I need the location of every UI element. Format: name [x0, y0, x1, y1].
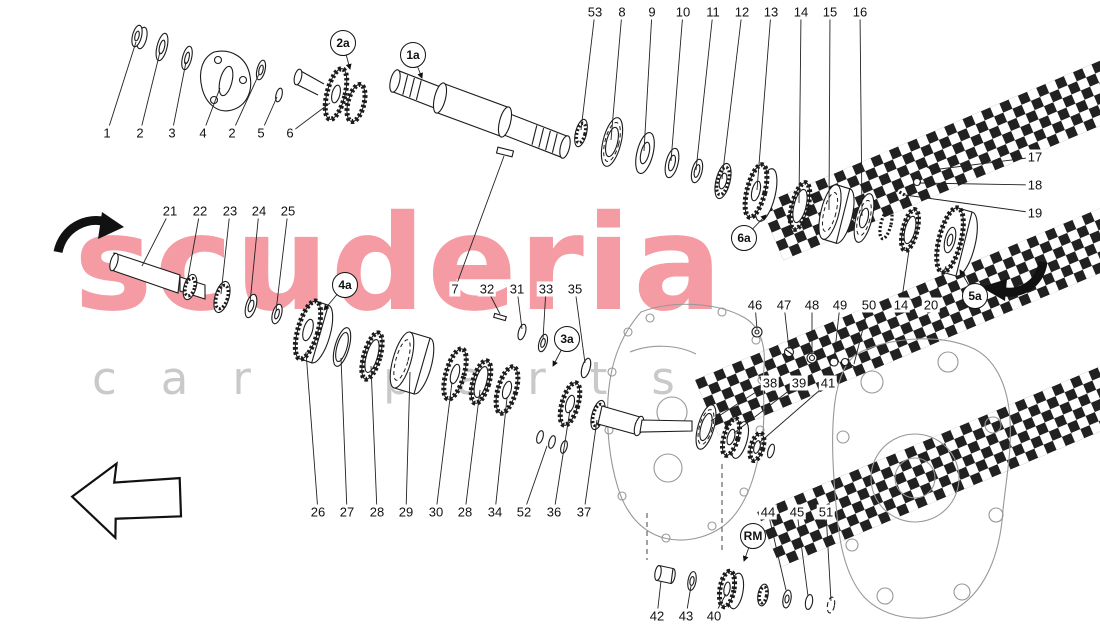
- part-label-41[interactable]: 41: [818, 375, 838, 391]
- part-label-53[interactable]: 53: [585, 4, 605, 20]
- assembly-label-5a[interactable]: 5a: [962, 283, 988, 309]
- part-label-2[interactable]: 2: [134, 125, 146, 141]
- part-label-32[interactable]: 32: [477, 281, 497, 297]
- part-label-43[interactable]: 43: [676, 608, 696, 624]
- part-label-30[interactable]: 30: [426, 504, 446, 520]
- watermark-title: scuderia: [74, 187, 725, 341]
- part-label-36[interactable]: 36: [544, 504, 564, 520]
- part-label-33[interactable]: 33: [536, 281, 556, 297]
- rotation-arrow-right: [981, 261, 1048, 301]
- part-label-35[interactable]: 35: [565, 281, 585, 297]
- part-label-24[interactable]: 24: [249, 203, 269, 219]
- gearbox-cover: [832, 338, 1011, 619]
- part-label-17[interactable]: 17: [1025, 149, 1045, 165]
- part-label-27[interactable]: 27: [337, 504, 357, 520]
- part-label-14[interactable]: 14: [791, 4, 811, 20]
- assembly-label-4a[interactable]: 4a: [332, 272, 358, 298]
- part-label-29[interactable]: 29: [396, 504, 416, 520]
- direction-arrow: [70, 461, 183, 541]
- part-label-16[interactable]: 16: [850, 4, 870, 20]
- assembly-label-6a[interactable]: 6a: [731, 225, 757, 251]
- part-label-46[interactable]: 46: [745, 297, 765, 313]
- part-label-19[interactable]: 19: [1025, 205, 1045, 221]
- housing-fasteners: [751, 326, 865, 373]
- part-label-28[interactable]: 28: [455, 504, 475, 520]
- part-label-25[interactable]: 25: [278, 203, 298, 219]
- part-label-23[interactable]: 23: [220, 203, 240, 219]
- part-label-4[interactable]: 4: [197, 125, 209, 141]
- part-label-9[interactable]: 9: [646, 4, 658, 20]
- part-label-6[interactable]: 6: [284, 125, 296, 141]
- part-label-37[interactable]: 37: [574, 504, 594, 520]
- part-label-1[interactable]: 1: [101, 125, 113, 141]
- part-label-12[interactable]: 12: [732, 4, 752, 20]
- part-label-7[interactable]: 7: [449, 281, 461, 297]
- part-label-52[interactable]: 52: [514, 504, 534, 520]
- part-label-38[interactable]: 38: [760, 375, 780, 391]
- part-label-45[interactable]: 45: [787, 504, 807, 520]
- part-label-31[interactable]: 31: [507, 281, 527, 297]
- part-label-48[interactable]: 48: [802, 297, 822, 313]
- part-label-21[interactable]: 21: [160, 203, 180, 219]
- part-label-22[interactable]: 22: [190, 203, 210, 219]
- assembly-label-1a[interactable]: 1a: [400, 42, 426, 68]
- part-label-15[interactable]: 15: [820, 4, 840, 20]
- part-label-3[interactable]: 3: [166, 125, 178, 141]
- part-label-26[interactable]: 26: [308, 504, 328, 520]
- part-label-14[interactable]: 14: [891, 297, 911, 313]
- assembly-label-RM[interactable]: RM: [740, 523, 766, 549]
- part-label-39[interactable]: 39: [789, 375, 809, 391]
- part-label-51[interactable]: 51: [816, 504, 836, 520]
- part-label-2[interactable]: 2: [226, 125, 238, 141]
- part-label-34[interactable]: 34: [485, 504, 505, 520]
- part-label-5[interactable]: 5: [255, 125, 267, 141]
- part-label-8[interactable]: 8: [616, 4, 628, 20]
- part-label-20[interactable]: 20: [921, 297, 941, 313]
- assembly-label-2a[interactable]: 2a: [330, 30, 356, 56]
- part-label-40[interactable]: 40: [704, 608, 724, 624]
- part-label-10[interactable]: 10: [673, 4, 693, 20]
- part-label-18[interactable]: 18: [1025, 177, 1045, 193]
- part-label-47[interactable]: 47: [774, 297, 794, 313]
- part-label-49[interactable]: 49: [830, 297, 850, 313]
- construction-lines: [646, 464, 723, 560]
- part-label-13[interactable]: 13: [761, 4, 781, 20]
- main-shaft-assembly: [131, 24, 978, 277]
- lay-shaft-assembly: [109, 252, 776, 464]
- reverse-gear-assembly: [654, 564, 836, 614]
- part-label-42[interactable]: 42: [647, 608, 667, 624]
- part-label-50[interactable]: 50: [859, 297, 879, 313]
- assembly-label-3a[interactable]: 3a: [554, 326, 580, 352]
- rotation-arrow-left: [53, 212, 124, 254]
- part-label-11[interactable]: 11: [704, 4, 722, 20]
- part-label-28[interactable]: 28: [367, 504, 387, 520]
- part-label-44[interactable]: 44: [758, 504, 778, 520]
- leader-lines: [106, 11, 1036, 617]
